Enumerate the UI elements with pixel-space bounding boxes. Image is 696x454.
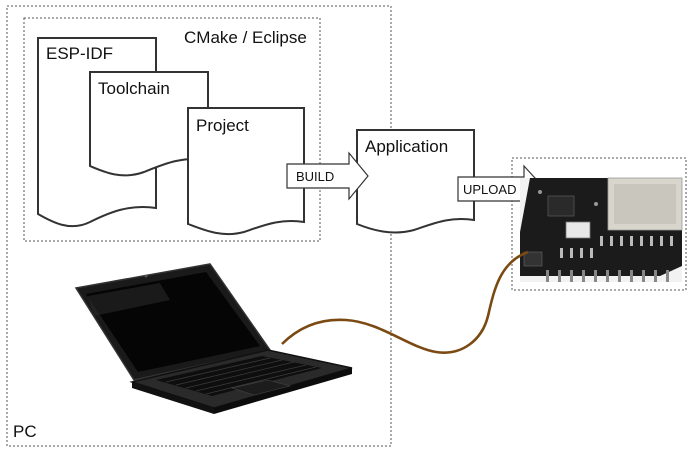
- toolchain-label: Toolchain: [98, 79, 170, 98]
- project-document: [187, 107, 305, 236]
- application-label: Application: [365, 137, 449, 156]
- ide-label: CMake / Eclipse: [184, 28, 307, 47]
- ide-frame: [23, 17, 321, 242]
- esp32-board-icon: [520, 177, 683, 282]
- pc-label: PC: [13, 422, 37, 441]
- project-label: Project: [196, 116, 249, 135]
- build-arrow: [286, 151, 369, 201]
- laptop-icon: [74, 263, 353, 414]
- application-document: [356, 129, 475, 234]
- usb-cable: [281, 250, 529, 354]
- build-arrow-label: BUILD: [296, 169, 335, 184]
- board-frame: [511, 157, 687, 291]
- upload-arrow-label: UPLOAD: [463, 182, 517, 197]
- esp-idf-label: ESP-IDF: [46, 44, 114, 63]
